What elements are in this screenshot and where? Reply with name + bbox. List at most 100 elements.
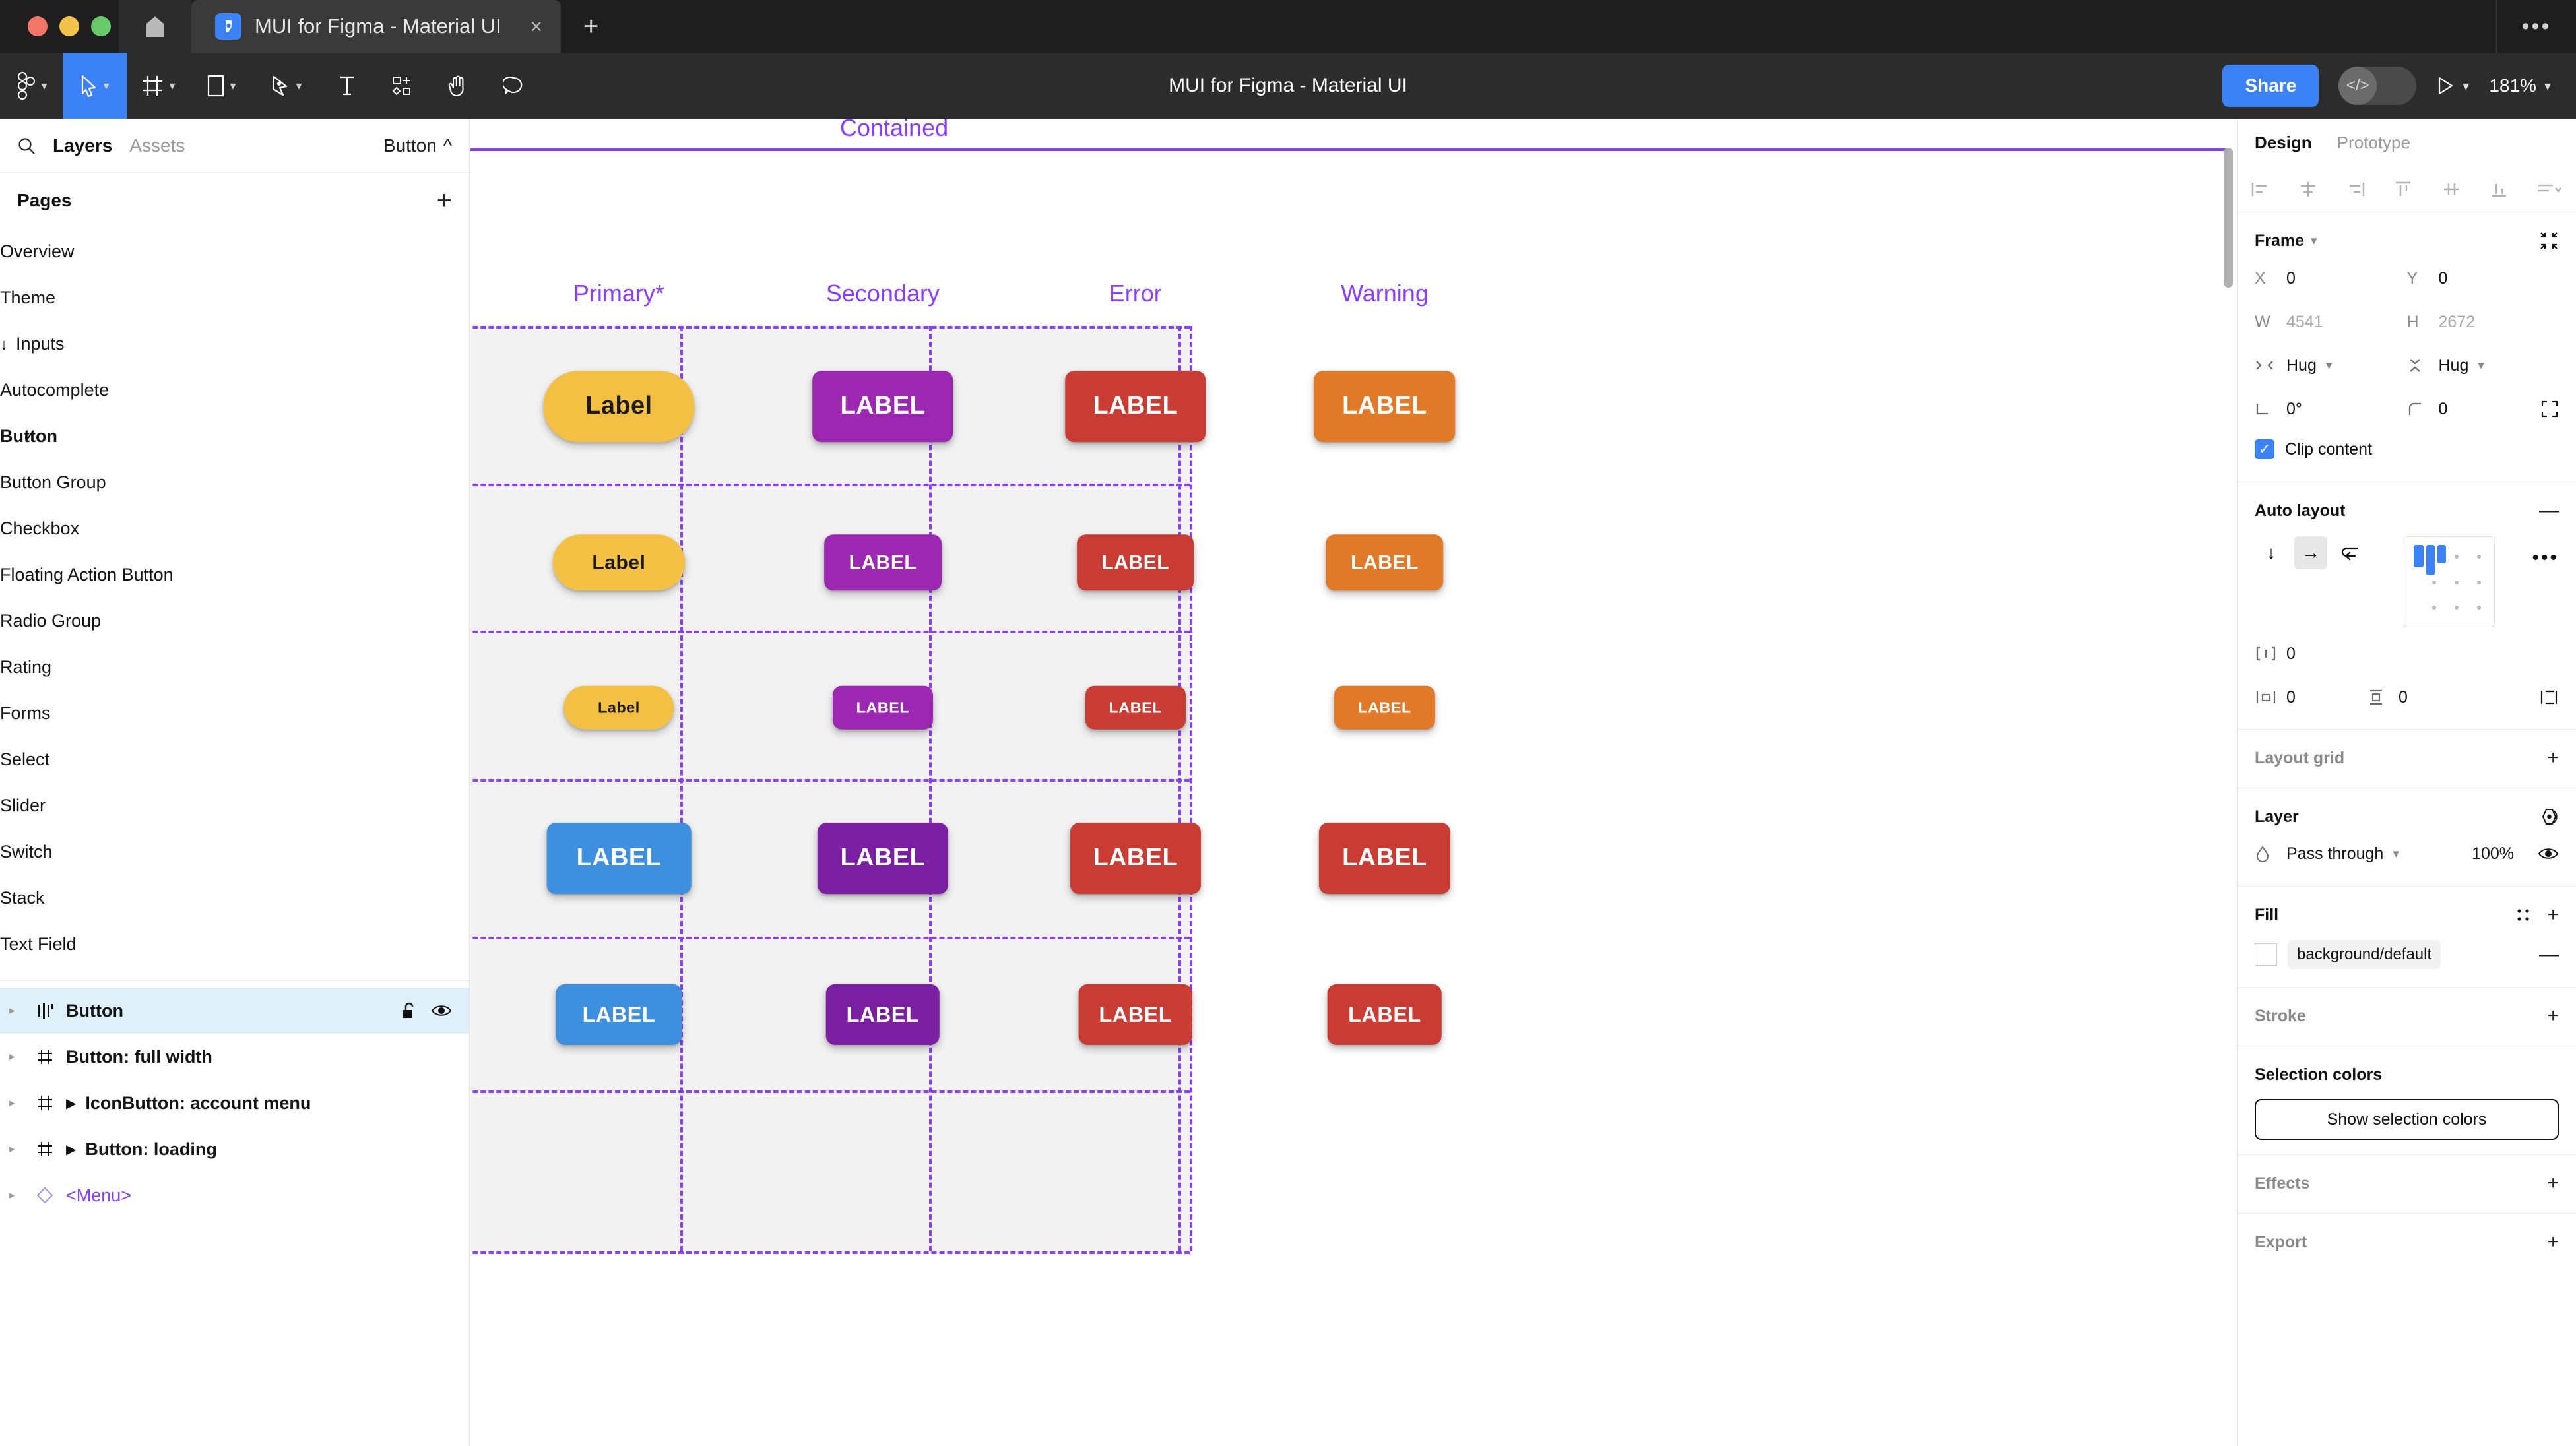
fill-token-label[interactable]: background/default: [2288, 940, 2441, 969]
chevron-down-icon[interactable]: ▾: [103, 79, 110, 92]
layer-row[interactable]: ▸Button: full width: [0, 1034, 469, 1080]
design-button[interactable]: LABEL: [1065, 371, 1206, 442]
add-export-button[interactable]: +: [2547, 1231, 2559, 1253]
unlock-icon[interactable]: [401, 1001, 418, 1020]
horizontal-padding-field[interactable]: 0: [2255, 680, 2367, 714]
page-item[interactable]: Rating: [0, 644, 469, 690]
design-button[interactable]: LABEL: [1326, 534, 1444, 591]
chevron-down-icon[interactable]: ▾: [2311, 234, 2317, 248]
resize-to-fit-icon[interactable]: [2539, 231, 2559, 251]
page-item[interactable]: ✓Button: [0, 413, 469, 459]
align-left-icon[interactable]: [2251, 181, 2270, 198]
frame-h-field[interactable]: H 2672: [2407, 305, 2560, 339]
design-button[interactable]: LABEL: [817, 823, 949, 894]
page-item[interactable]: Stack: [0, 875, 469, 921]
chevron-down-icon[interactable]: ▾: [2325, 358, 2333, 373]
page-item[interactable]: Text Field: [0, 921, 469, 967]
direction-wrap-button[interactable]: [2334, 536, 2367, 569]
frame-hug-horizontal-field[interactable]: Hug ▾: [2255, 348, 2407, 383]
shape-tool-button[interactable]: ▾: [190, 53, 253, 119]
design-button[interactable]: LABEL: [546, 823, 692, 894]
design-button[interactable]: LABEL: [1070, 823, 1201, 894]
add-page-button[interactable]: +: [436, 186, 452, 215]
pen-tool-button[interactable]: ▾: [253, 53, 319, 119]
chevron-down-icon[interactable]: ▾: [296, 79, 302, 92]
layer-styles-icon[interactable]: [2539, 807, 2559, 826]
hand-tool-button[interactable]: [430, 53, 486, 119]
clip-content-row[interactable]: ✓ Clip content: [2255, 431, 2559, 467]
page-item[interactable]: Theme: [0, 274, 469, 321]
add-effect-button[interactable]: +: [2547, 1172, 2559, 1194]
search-icon[interactable]: [17, 137, 36, 155]
page-item[interactable]: Forms: [0, 690, 469, 736]
new-tab-button[interactable]: +: [583, 12, 599, 41]
design-button[interactable]: LABEL: [832, 685, 933, 730]
text-tool-button[interactable]: [319, 53, 375, 119]
direction-horizontal-button[interactable]: →: [2294, 536, 2327, 569]
expand-layer-icon[interactable]: ▸: [9, 1143, 15, 1155]
browser-tab[interactable]: MUI for Figma - Material UI ×: [191, 0, 561, 53]
page-item[interactable]: Radio Group: [0, 598, 469, 644]
design-button[interactable]: LABEL: [1078, 984, 1193, 1046]
zoom-control[interactable]: 181% ▾: [2489, 75, 2551, 96]
frame-w-field[interactable]: W 4541: [2255, 305, 2407, 339]
page-item[interactable]: Slider: [0, 782, 469, 829]
align-right-icon[interactable]: [2346, 181, 2366, 198]
design-button[interactable]: LABEL: [1076, 534, 1194, 591]
auto-layout-more-button[interactable]: •••: [2532, 547, 2560, 569]
eye-icon[interactable]: [2538, 846, 2559, 861]
design-button[interactable]: Label: [564, 685, 674, 730]
page-item[interactable]: Checkbox: [0, 505, 469, 551]
design-button[interactable]: Label: [552, 534, 685, 591]
expand-layer-icon[interactable]: ▸: [9, 1096, 15, 1109]
present-button[interactable]: ▾: [2436, 76, 2469, 96]
layer-row[interactable]: ▸▶Button: loading: [0, 1126, 469, 1172]
fill-color-swatch[interactable]: [2255, 943, 2277, 966]
expand-layer-icon[interactable]: ▸: [9, 1050, 15, 1063]
comment-tool-button[interactable]: [486, 53, 541, 119]
eye-icon[interactable]: [431, 1003, 452, 1018]
design-button[interactable]: LABEL: [812, 371, 953, 442]
caret-right-icon[interactable]: ▶: [66, 1142, 77, 1157]
close-window-button[interactable]: [28, 16, 48, 36]
align-vertical-center-icon[interactable]: [2441, 181, 2461, 198]
add-stroke-button[interactable]: +: [2547, 1005, 2559, 1026]
align-horizontal-center-icon[interactable]: [2298, 181, 2318, 198]
page-item[interactable]: Autocomplete: [0, 367, 469, 413]
canvas-vertical-scrollbar[interactable]: [2224, 148, 2233, 288]
frame-tool-button[interactable]: ▾: [127, 53, 190, 119]
clip-content-checkbox[interactable]: ✓: [2255, 439, 2274, 459]
auto-layout-gap-row[interactable]: 0: [2255, 637, 2559, 671]
design-button[interactable]: LABEL: [1314, 371, 1456, 442]
distribute-icon[interactable]: [2536, 181, 2563, 198]
frame-x-field[interactable]: X 0: [2255, 261, 2407, 296]
caret-right-icon[interactable]: ▶: [66, 1096, 77, 1111]
tab-prototype[interactable]: Prototype: [2336, 132, 2410, 152]
design-button[interactable]: LABEL: [825, 984, 940, 1046]
share-button[interactable]: Share: [2222, 65, 2319, 107]
design-button[interactable]: LABEL: [1085, 685, 1186, 730]
home-button[interactable]: [119, 0, 191, 53]
individual-padding-icon[interactable]: [2539, 688, 2559, 707]
alignment-pad[interactable]: [2404, 536, 2496, 627]
page-item[interactable]: Overview: [0, 228, 469, 274]
layer-row[interactable]: ▸<Menu>: [0, 1172, 469, 1218]
remove-auto-layout-button[interactable]: —: [2539, 499, 2559, 521]
frame-hug-vertical-field[interactable]: Hug ▾: [2407, 348, 2560, 383]
remove-fill-button[interactable]: —: [2539, 943, 2559, 965]
blend-mode-row[interactable]: Pass through ▾ 100%: [2255, 836, 2559, 871]
page-item[interactable]: ↓Inputs: [0, 321, 469, 367]
show-selection-colors-button[interactable]: Show selection colors: [2255, 1099, 2559, 1140]
frame-corner-radius-field[interactable]: 0: [2407, 392, 2560, 426]
page-selector[interactable]: Button ^: [383, 135, 452, 156]
chevron-down-icon[interactable]: ▾: [2393, 846, 2399, 861]
resources-tool-button[interactable]: [375, 53, 430, 119]
chevron-down-icon[interactable]: ▾: [169, 79, 176, 92]
add-layout-grid-button[interactable]: +: [2547, 747, 2559, 769]
design-button[interactable]: LABEL: [1334, 685, 1435, 730]
close-tab-icon[interactable]: ×: [530, 15, 542, 38]
independent-corners-icon[interactable]: [2540, 400, 2559, 418]
design-button[interactable]: LABEL: [1319, 823, 1450, 894]
design-button[interactable]: LABEL: [824, 534, 942, 591]
